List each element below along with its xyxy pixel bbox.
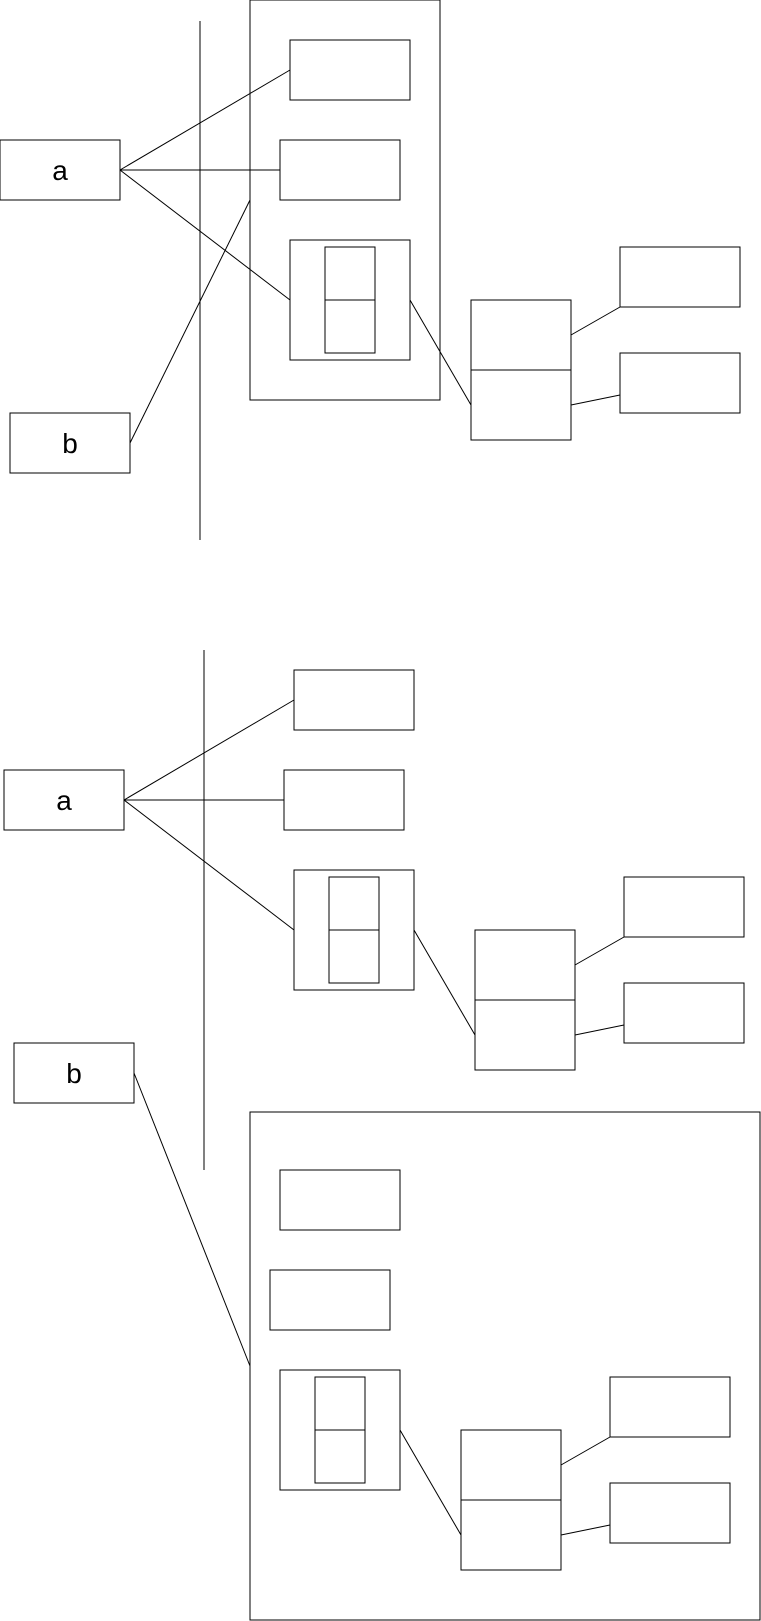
node-b-box[interactable] [13,1042,135,1104]
group-compound-inner-top[interactable] [314,1376,366,1431]
compound-inner-bottom[interactable] [328,929,380,984]
node-a-label: a [56,785,72,816]
leaf-box-1[interactable] [623,876,745,938]
stacked-box-bottom[interactable] [470,369,572,441]
connector-a-child-1 [119,69,291,171]
child-box-2[interactable] [279,139,401,201]
group-connector-stacked-leaf-2 [560,1524,611,1536]
group-child-box-2[interactable] [269,1269,391,1331]
connector-stacked-leaf-2 [570,394,621,406]
connector-stacked-leaf-1 [574,936,625,966]
leaf-box-2[interactable] [619,352,741,414]
connector-a-child-1 [123,699,295,801]
connector-compound-stacked [413,929,476,1036]
diagram-top: a b [0,0,741,540]
connector-a-compound [119,169,291,301]
node-a-box[interactable] [0,139,121,201]
group-leaf-box-1[interactable] [609,1376,731,1438]
compound-inner-top[interactable] [328,876,380,931]
compound-inner-top[interactable] [324,246,376,301]
child-box-1[interactable] [293,669,415,731]
group-stacked-box-top[interactable] [460,1429,562,1501]
stacked-box-top[interactable] [470,299,572,371]
node-a-box[interactable] [3,769,125,831]
connector-b-group [133,1072,251,1367]
connector-b-group [129,199,251,444]
connector-a-compound [123,799,295,931]
group-connector-stacked-leaf-1 [560,1436,611,1466]
group-compound-inner-bottom[interactable] [314,1429,366,1484]
connector-compound-stacked [409,299,472,406]
connector-stacked-leaf-2 [574,1024,625,1036]
connector-stacked-leaf-1 [570,306,621,336]
diagram-bottom: a b [3,650,761,1621]
stacked-box-bottom[interactable] [474,999,576,1071]
group-child-box-1[interactable] [279,1169,401,1231]
leaf-box-1[interactable] [619,246,741,308]
group-stacked-box-bottom[interactable] [460,1499,562,1571]
child-box-1[interactable] [289,39,411,101]
stacked-box-top[interactable] [474,929,576,1001]
node-b-label: b [62,428,78,459]
group-connector-compound-stacked [399,1429,462,1536]
group-leaf-box-2[interactable] [609,1482,731,1544]
compound-inner-bottom[interactable] [324,299,376,354]
node-b-label: b [66,1058,82,1089]
node-a-label: a [52,155,68,186]
child-box-2[interactable] [283,769,405,831]
leaf-box-2[interactable] [623,982,745,1044]
